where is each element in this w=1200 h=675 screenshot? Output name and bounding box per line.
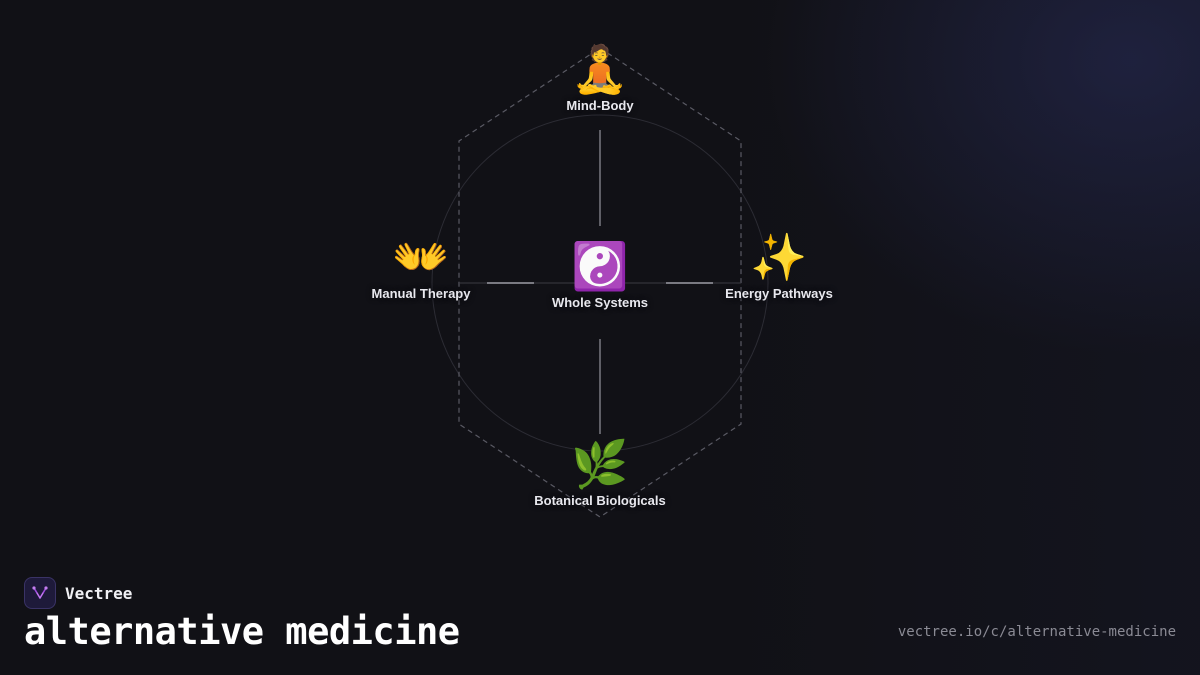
node-whole-systems[interactable]: ☯️ Whole Systems: [552, 239, 648, 310]
vectree-logo-icon: [24, 577, 56, 609]
node-label: Whole Systems: [551, 295, 649, 310]
brand-name: Vectree: [65, 583, 133, 603]
node-botanical-biologicals[interactable]: 🌿 Botanical Biologicals: [534, 437, 665, 508]
node-manual-therapy[interactable]: 👐 Manual Therapy: [372, 230, 471, 301]
node-energy-pathways[interactable]: ✨ Energy Pathways: [725, 230, 833, 301]
node-label: Manual Therapy: [371, 286, 471, 301]
node-label: Botanical Biologicals: [534, 493, 666, 508]
person-meditating-icon: 🧘: [571, 42, 629, 96]
inner-circle: [431, 114, 769, 452]
brand[interactable]: Vectree: [24, 577, 132, 609]
sparkles-icon: ✨: [750, 230, 808, 284]
page-title: alternative medicine: [24, 610, 460, 653]
outer-hexagon: [458, 47, 742, 518]
yin-yang-icon: ☯️: [571, 239, 629, 293]
node-mind-body[interactable]: 🧘 Mind-Body: [566, 42, 633, 113]
open-hands-icon: 👐: [392, 230, 450, 284]
node-label: Mind-Body: [566, 98, 634, 113]
page-url[interactable]: vectree.io/c/alternative-medicine: [897, 624, 1176, 640]
node-label: Energy Pathways: [725, 286, 833, 301]
herb-icon: 🌿: [571, 437, 629, 491]
